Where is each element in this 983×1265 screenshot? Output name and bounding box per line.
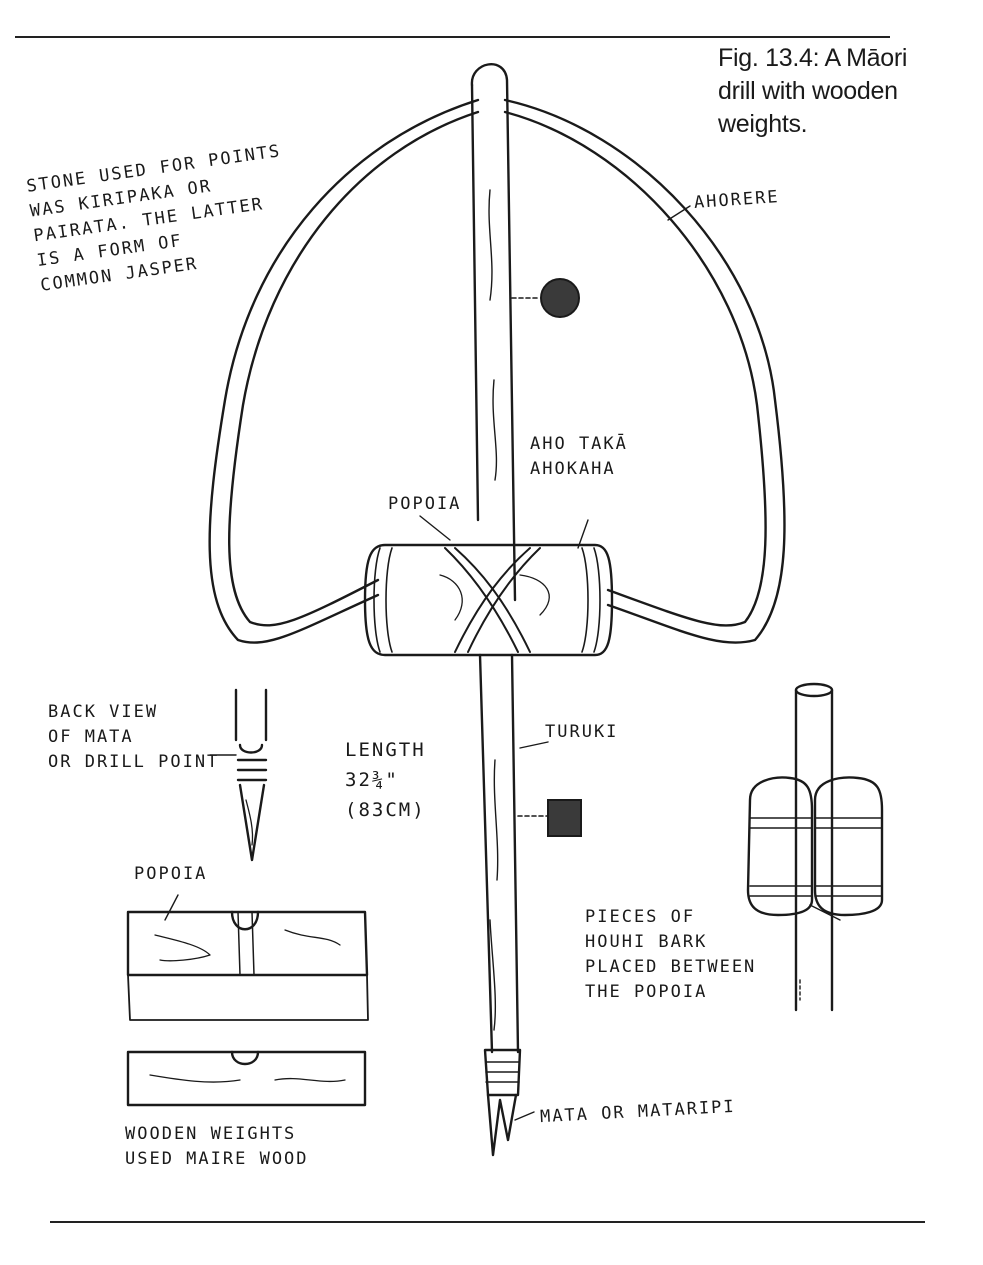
label-popoia-top: POPOIA	[388, 494, 462, 514]
top-rule	[15, 36, 890, 38]
ahorere-cord-right	[503, 98, 786, 644]
square-section-marker	[547, 799, 582, 837]
round-section-marker	[540, 278, 580, 318]
label-houhi-bark: PIECES OF HOUHI BARK PLACED BETWEEN THE …	[585, 907, 757, 1002]
label-wooden-weights: WOODEN WEIGHTS USED MAIRE WOOD	[125, 1124, 309, 1169]
mata-drill-point	[483, 1048, 522, 1157]
turuki-shaft	[470, 63, 520, 1054]
leader-lines	[164, 205, 841, 1121]
back-view-drill-point	[234, 688, 268, 862]
label-length: LENGTH 32¾" (83CM)	[345, 739, 426, 821]
ahorere-cord-left	[208, 98, 480, 644]
popoia-weight-top	[363, 543, 614, 657]
houhi-bark-detail	[746, 682, 884, 1012]
popoia-weights-exploded	[126, 910, 369, 1107]
label-back-view: BACK VIEW OF MATA OR DRILL POINT	[48, 702, 220, 772]
bottom-rule	[50, 1221, 925, 1223]
label-popoia-bottom: POPOIA	[134, 864, 208, 884]
label-turuki: TURUKI	[545, 722, 619, 742]
figure-caption: Fig. 13.4: A Māori drill with wooden wei…	[718, 44, 908, 138]
shaft-cross-section-markers	[511, 297, 549, 817]
label-aho-taka: AHO TAKĀ AHOKAHA	[530, 434, 628, 479]
